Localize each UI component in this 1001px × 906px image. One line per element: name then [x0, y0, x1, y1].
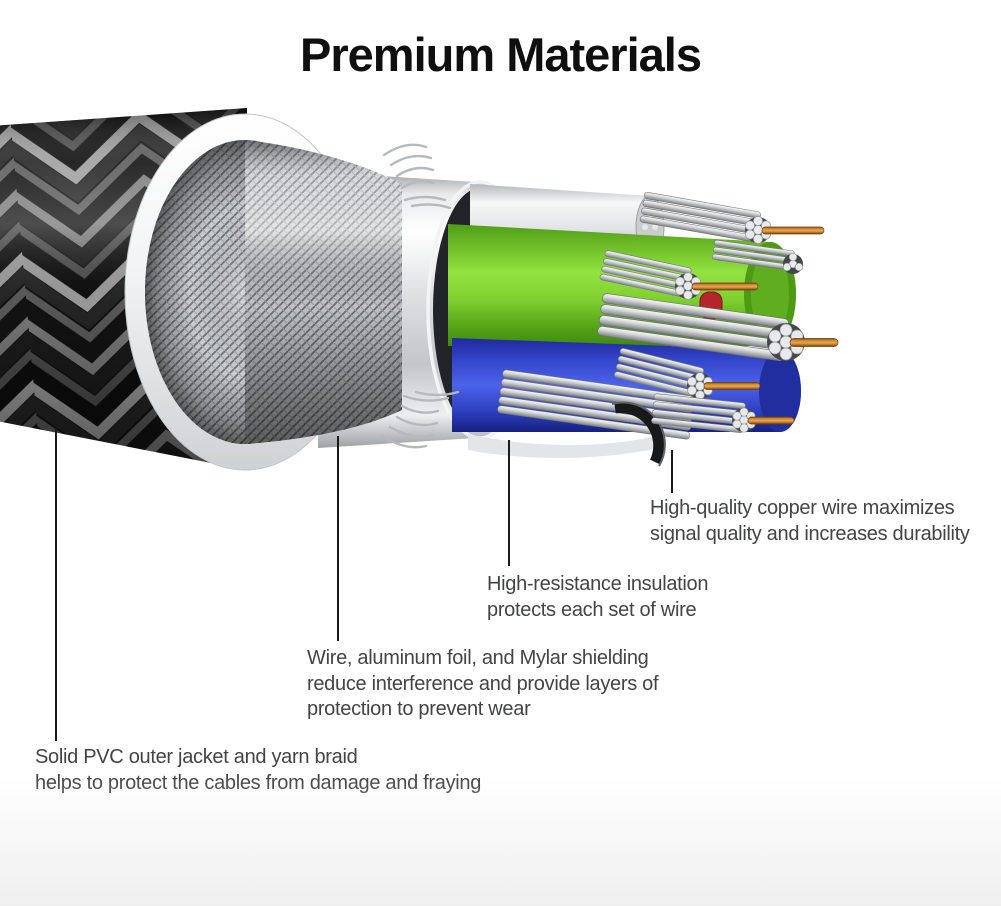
- copper-tip: [747, 416, 795, 425]
- callout-line-shielding: [337, 436, 339, 641]
- annotation-line: High-resistance insulation: [487, 573, 709, 595]
- annotation-line: Solid PVC outer jacket and yarn braid: [35, 746, 358, 768]
- annotation-copper-wire: High-quality copper wire maximizes signa…: [650, 496, 970, 547]
- mylar-wrap-curl: [614, 402, 665, 465]
- callout-line-insulation: [508, 440, 510, 566]
- foil-bottom-lip: [468, 432, 668, 458]
- callout-line-outer-jacket: [55, 428, 57, 741]
- annotation-line: High-quality copper wire maximizes: [650, 497, 955, 519]
- callout-line-copper-wire: [671, 450, 673, 493]
- copper-tip: [691, 282, 759, 291]
- copper-tip: [789, 338, 839, 347]
- annotation-outer-jacket: Solid PVC outer jacket and yarn braid he…: [35, 745, 481, 796]
- annotation-shielding: Wire, aluminum foil, and Mylar shielding…: [307, 646, 659, 723]
- annotation-line: protects each set of wire: [487, 598, 697, 621]
- annotation-line: protection to prevent wear: [307, 698, 531, 720]
- copper-tip: [703, 382, 761, 390]
- shield-fringe: [380, 143, 460, 449]
- annotation-line: signal quality and increases durability: [650, 522, 970, 545]
- bottom-wire-bundle: [497, 369, 696, 467]
- copper-tip: [761, 226, 825, 235]
- annotation-line: Wire, aluminum foil, and Mylar shielding: [307, 647, 649, 669]
- annotation-line: helps to protect the cables from damage …: [35, 771, 482, 794]
- page-title: Premium Materials: [300, 28, 702, 82]
- metal-braid-shield: [145, 140, 460, 449]
- annotation-insulation: High-resistance insulation protects each…: [487, 572, 709, 623]
- annotation-line: reduce interference and provide layers o…: [307, 672, 659, 695]
- wire-bundles: [597, 191, 839, 433]
